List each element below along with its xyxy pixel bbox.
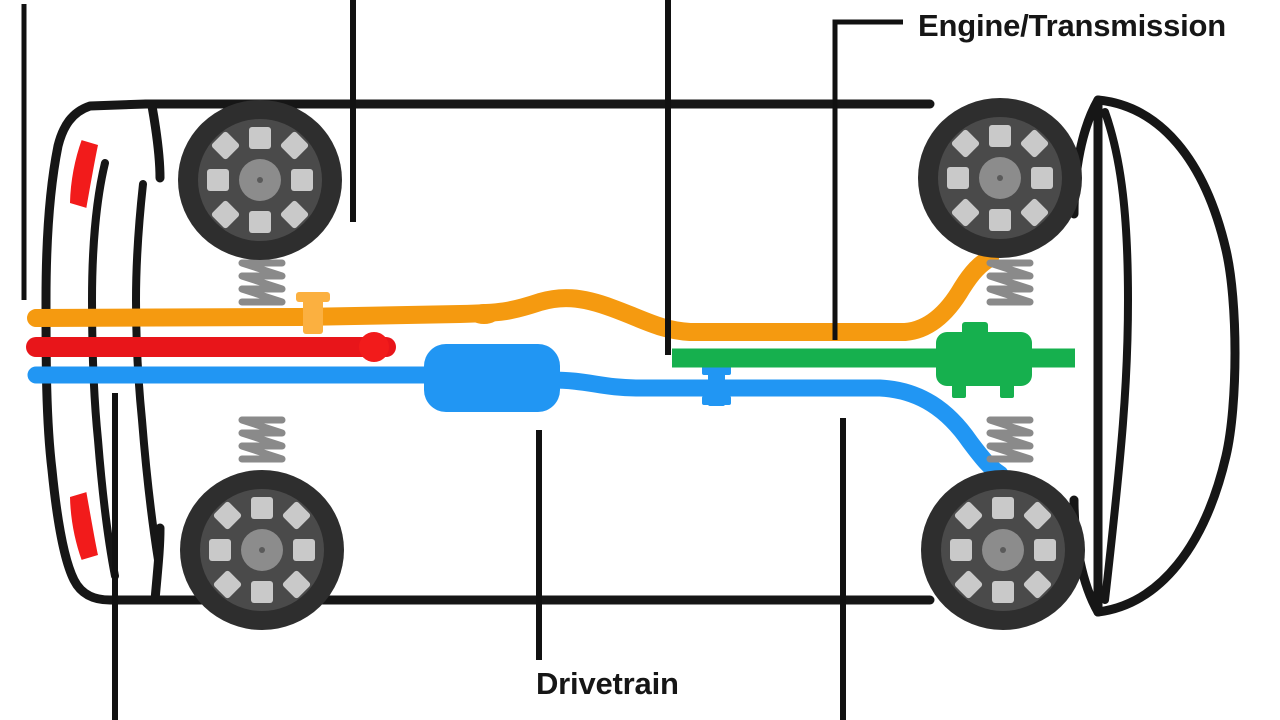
rear-left-spring	[242, 420, 282, 459]
rear-left-wheel	[180, 470, 344, 630]
leader-line-engine-transmission	[832, 19, 903, 340]
driveshaft-green	[672, 322, 1075, 398]
exhaust-line-blue	[27, 344, 1009, 483]
label-drivetrain: Drivetrain	[536, 666, 679, 701]
brake-line-red	[26, 332, 396, 362]
front-right-wheel	[918, 98, 1082, 258]
exhaust-line-fitting	[702, 366, 731, 406]
callout-leader-lines	[21, 0, 903, 720]
fuel-line-orange	[27, 249, 999, 341]
muffler	[424, 344, 560, 412]
rear-right-spring	[990, 420, 1030, 459]
fuel-line-fitting	[296, 292, 330, 334]
front-left-spring	[242, 263, 282, 302]
rear-right-wheel	[921, 470, 1085, 630]
front-right-spring	[990, 263, 1030, 302]
label-engine-transmission: Engine/Transmission	[918, 8, 1227, 43]
front-lamps	[69, 140, 99, 560]
differential-body	[936, 332, 1032, 386]
front-left-wheel	[178, 100, 342, 260]
